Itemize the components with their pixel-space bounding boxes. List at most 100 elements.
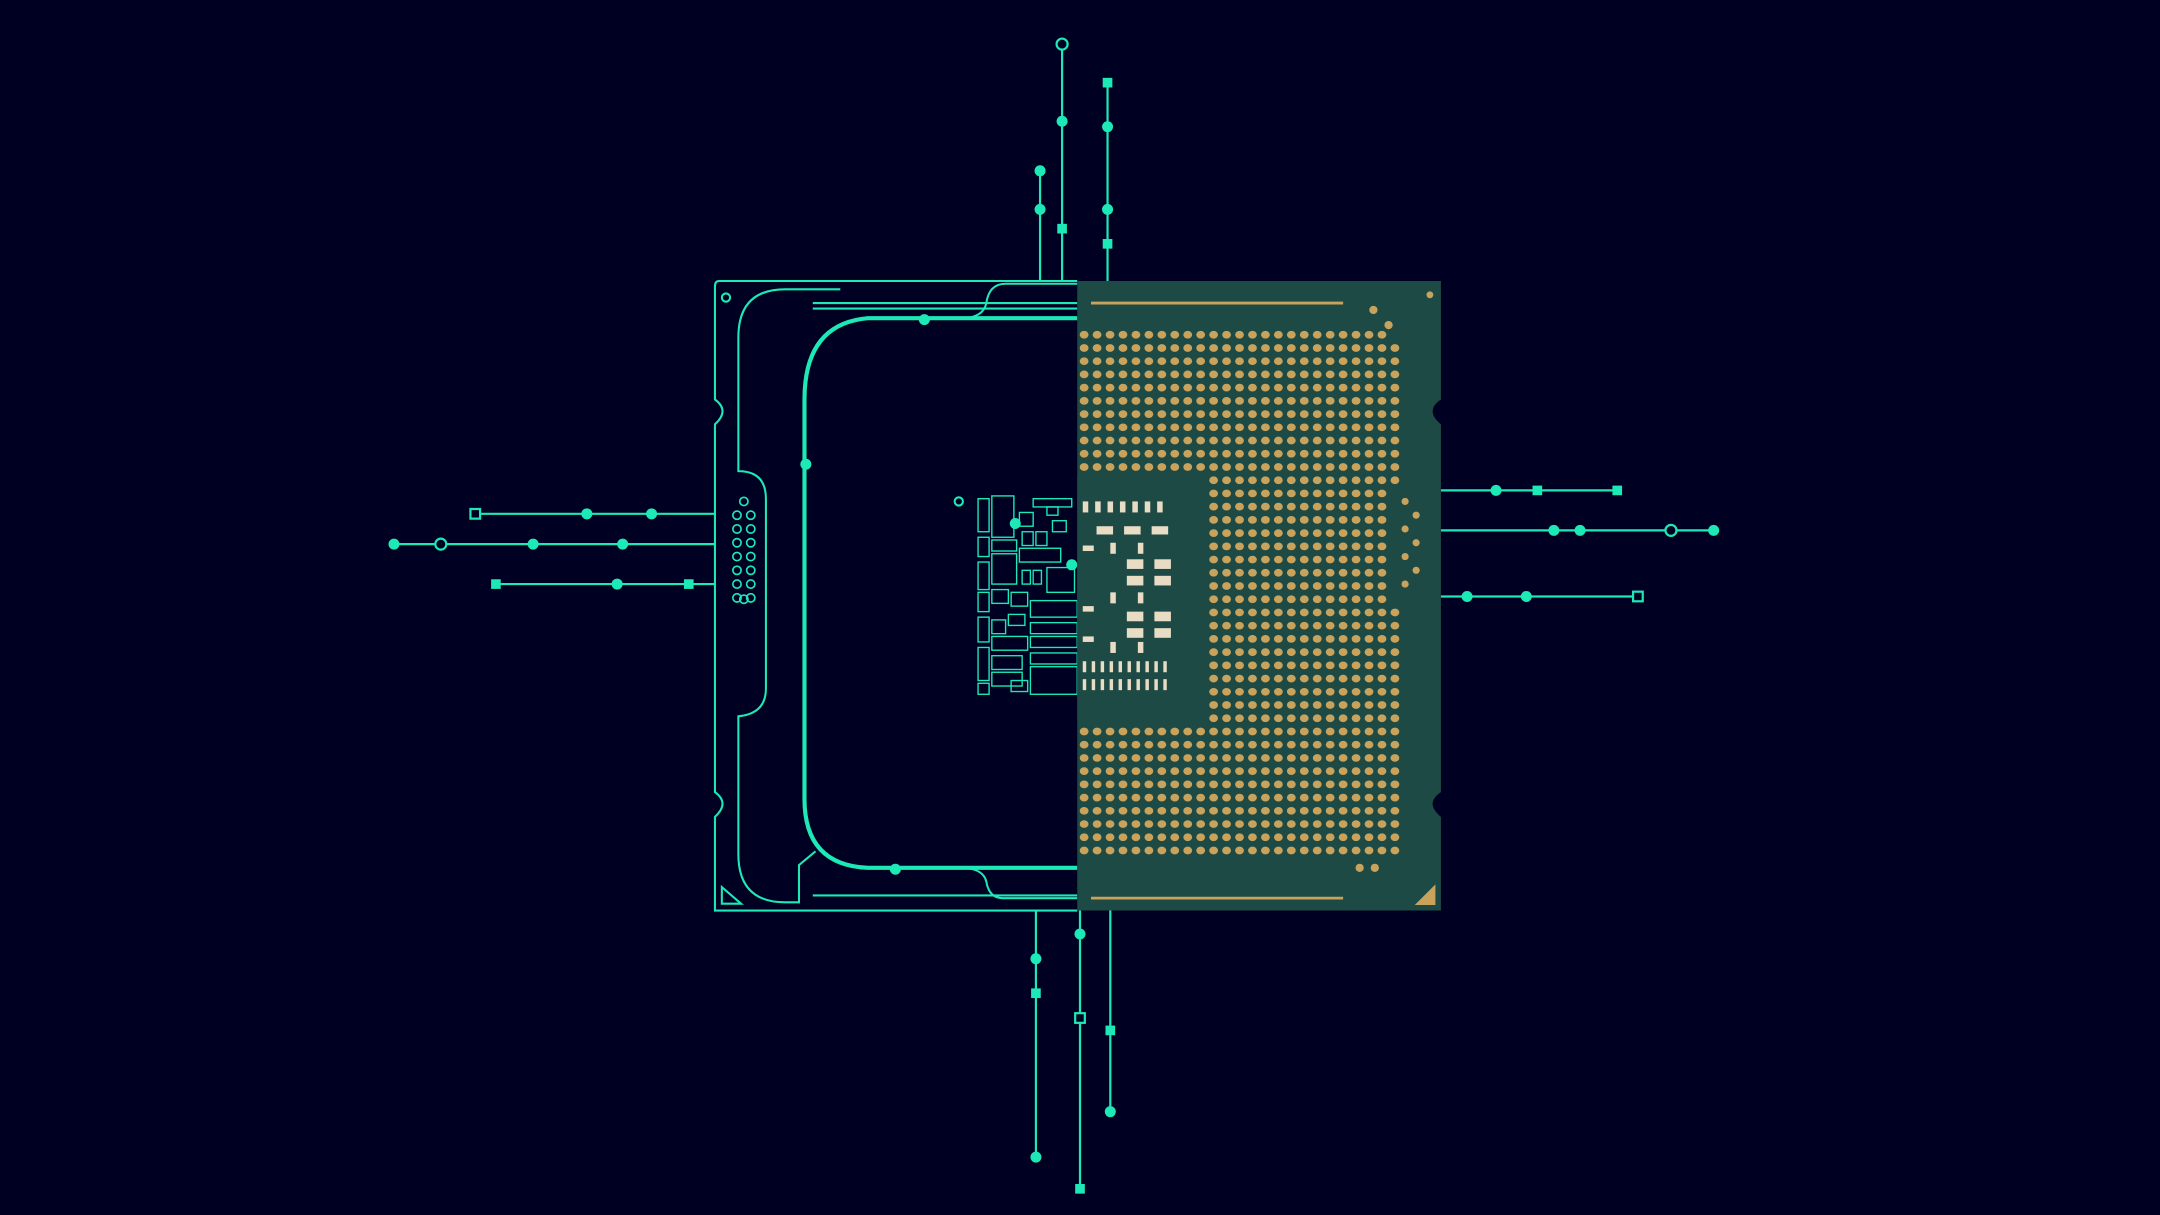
smd-component [1110,641,1116,653]
pin [1196,463,1206,471]
trace-node-dot [1520,590,1532,602]
pin [1235,449,1244,458]
pin [1312,370,1322,379]
pin [1248,463,1257,471]
pin [1248,344,1257,352]
pin [1261,780,1270,789]
die-component [1007,613,1026,627]
die-component [1032,569,1043,585]
pin [1299,516,1309,524]
pin [1131,806,1141,815]
pin [1312,489,1322,498]
contact-ring [745,510,756,521]
pin [1079,436,1089,445]
pin [1131,397,1141,405]
pin [1170,740,1180,749]
circuit-traces [388,37,1720,1194]
pin [1170,383,1180,392]
pin [1222,740,1231,749]
pin [1105,780,1115,789]
die-component [1021,569,1032,585]
pin [1325,714,1335,723]
pin [1222,383,1231,392]
pin [1312,621,1322,630]
pin [1131,330,1141,339]
pin [1105,740,1115,749]
pin [1209,595,1219,604]
pin [1157,727,1167,736]
pin [1248,423,1257,432]
pin [1299,595,1309,604]
pin [1079,767,1089,776]
contact-pad [1401,552,1409,561]
smd-component [1118,679,1123,691]
pin [1092,463,1102,471]
pin [1286,687,1296,696]
pin [1273,383,1283,392]
pin [1105,806,1115,815]
pin [1183,410,1193,418]
pin [1235,344,1244,352]
pin [1286,846,1296,855]
pin [1312,344,1322,352]
pin [1299,410,1309,418]
pin [1273,410,1283,418]
smd-component [1137,592,1144,604]
pin [1222,502,1231,511]
pin [1079,793,1089,802]
smd-component [1157,501,1163,513]
pin [1351,463,1361,471]
trace-node-square [1057,223,1067,234]
pin [1196,740,1206,749]
pin [1248,555,1257,564]
pin [1222,793,1231,802]
pin [1170,767,1180,776]
pin [1209,780,1219,789]
pin [1325,806,1335,815]
pin [1312,754,1322,762]
pin [1338,582,1348,590]
pin [1286,568,1296,577]
pin [1325,846,1335,855]
pin [1377,608,1387,617]
die-component [1051,520,1067,533]
pin [1377,701,1387,709]
pin [1338,502,1348,511]
pin [1338,383,1348,392]
pin [1144,754,1154,762]
pin [1235,648,1244,656]
pin [1312,608,1322,617]
pin [1312,846,1322,855]
pin [1351,714,1361,723]
pin [1118,754,1128,762]
pin [1312,767,1322,776]
pin [1222,754,1231,762]
pin [1286,357,1296,366]
pin [1118,436,1128,445]
pin [1222,780,1231,789]
pin [1312,701,1322,709]
pin [1222,846,1231,855]
pin [1273,463,1283,471]
pin [1105,463,1115,471]
pin [1338,621,1348,630]
pin [1377,582,1387,590]
pin [1390,635,1400,643]
pin [1286,383,1296,392]
pin [1377,793,1387,802]
pin [1338,780,1348,789]
pin [1183,793,1193,802]
pin [1364,621,1374,630]
smd-component [1100,679,1105,691]
pin [1118,397,1128,405]
pin [1248,357,1257,366]
pin [1273,476,1283,485]
pin [1157,423,1167,432]
pin-grid [1079,305,1420,872]
pin [1261,502,1270,511]
pin [1261,516,1270,524]
pin [1235,555,1244,564]
contact-pad [1412,566,1420,574]
pin [1286,502,1296,511]
pin [1338,727,1348,736]
